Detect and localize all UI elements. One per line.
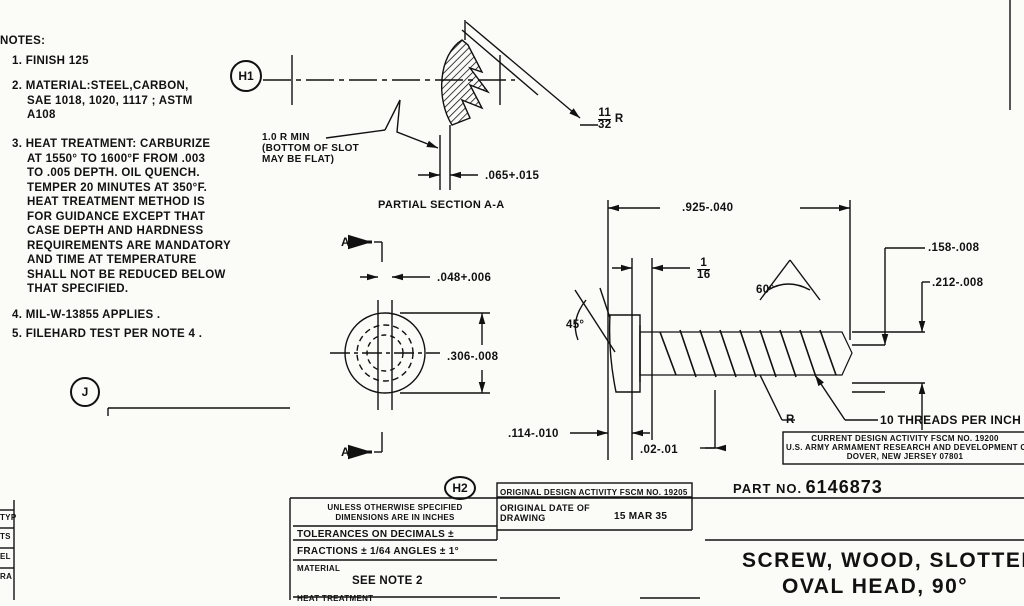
minor-dia-dim: .158-.008	[928, 242, 980, 254]
threads-per-inch-label: 10 THREADS PER INCH	[880, 413, 1022, 427]
head-radius-dim: 11 32 R	[598, 107, 624, 131]
section-title: PARTIAL SECTION A-A	[378, 199, 505, 211]
partial-section-drawing	[263, 20, 598, 190]
title-line-2: OVAL HEAD, 90°	[782, 575, 969, 598]
zone-h1-marker: H1	[230, 60, 262, 92]
cut-label-top: A	[341, 235, 350, 249]
tolerances: TOLERANCES ON DECIMALS ±	[297, 529, 454, 540]
root-radius-label: R	[786, 414, 795, 426]
slot-width-dim: .048+.006	[437, 272, 492, 284]
part-number-block: PART NO. 6146873	[733, 477, 883, 497]
slot-depth-dim: .065+.015	[485, 170, 540, 182]
heat-treatment-label: HEAT TREATMENT	[297, 594, 374, 603]
length-dim: .925-.040	[682, 202, 734, 214]
edge-fragment-ts: TS	[0, 532, 11, 541]
edge-fragment-typ: TYP	[0, 513, 17, 522]
fractions-angles: FRACTIONS ± 1/64 ANGLES ± 1°	[297, 546, 459, 557]
design-activity-box: CURRENT DESIGN ACTIVITY FSCM NO. 19200 U…	[786, 434, 1024, 461]
note-4: 4. MIL-W-13855 APPLIES .	[12, 309, 161, 321]
thread-angle-dim: 60°	[756, 284, 775, 296]
material-label: MATERIAL	[297, 564, 341, 573]
cut-label-bottom: A	[341, 445, 350, 459]
unless-specified: UNLESS OTHERWISE SPECIFIED DIMENSIONS AR…	[327, 503, 463, 522]
orig-date-label: ORIGINAL DATE OF DRAWING	[500, 503, 590, 523]
zone-j-marker: J	[70, 377, 100, 407]
side-view-drawing	[570, 200, 930, 460]
material-value: SEE NOTE 2	[352, 575, 423, 587]
orig-date: 15 MAR 35	[614, 511, 668, 522]
note-5: 5. FILEHARD TEST PER NOTE 4 .	[12, 328, 203, 340]
orig-design-activity: ORIGINAL DESIGN ACTIVITY FSCM NO. 19205	[500, 488, 688, 497]
tip-dim: 1 16	[697, 257, 711, 281]
head-dia-dim: .306-.008	[447, 351, 499, 363]
title-line-1: SCREW, WOOD, SLOTTED	[742, 549, 1024, 572]
radius-note: 1.0 R MIN (BOTTOM OF SLOT MAY BE FLAT)	[262, 132, 360, 165]
edge-fragment-el: EL	[0, 552, 11, 561]
note-3: 3. HEAT TREATMENT: CARBURIZE AT 1550° TO…	[12, 138, 231, 295]
notes-heading: NOTES:	[0, 35, 46, 47]
zone-h2-marker: H2	[444, 476, 476, 500]
head-height-dim: .114-.010	[508, 428, 559, 440]
major-dia-dim: .212-.008	[932, 277, 984, 289]
end-view-drawing	[330, 234, 490, 460]
note-2: 2. MATERIAL:STEEL,CARBON, SAE 1018, 1020…	[12, 80, 193, 121]
note-1: 1. FINISH 125	[12, 55, 89, 67]
head-angle-dim: 45°	[566, 319, 585, 331]
edge-fragment-ra: RA	[0, 572, 13, 581]
slot-dim: .02-.01	[640, 444, 678, 456]
